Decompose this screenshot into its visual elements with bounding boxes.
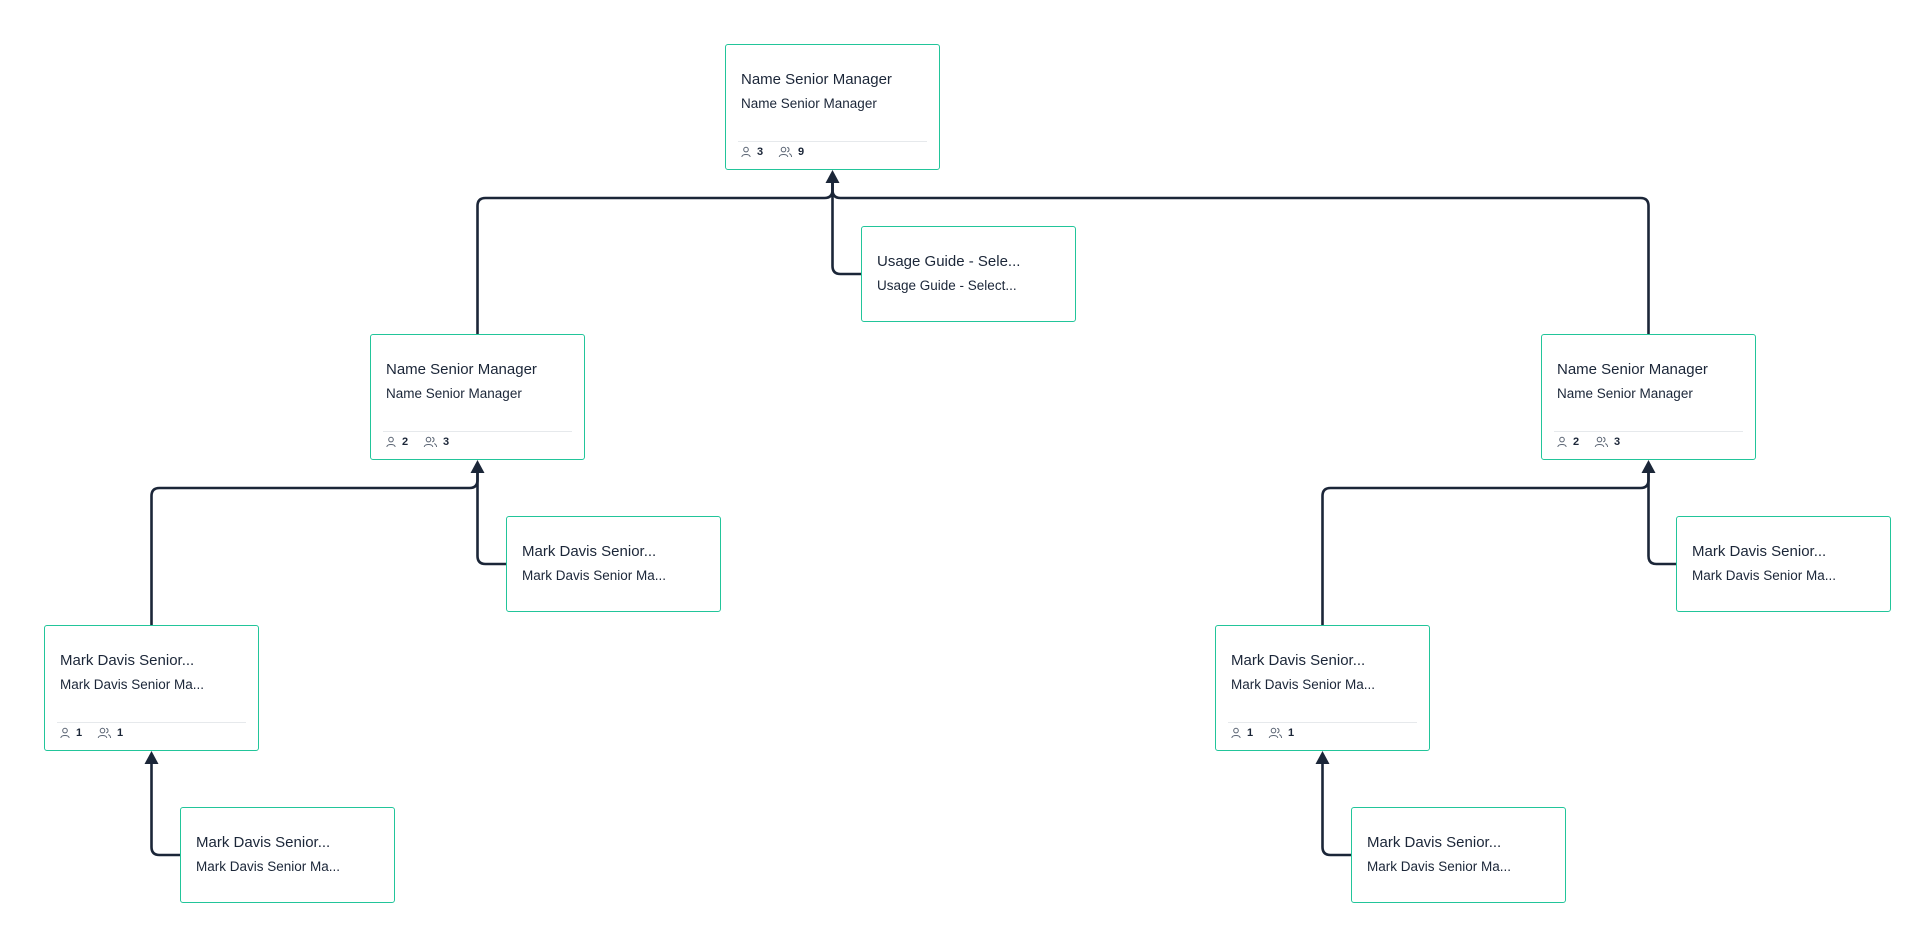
direct-reports-stat: 3 xyxy=(740,146,763,158)
total-reports-stat: 9 xyxy=(778,146,804,158)
connector-right-report-to-right-manager xyxy=(1321,470,1650,625)
total-reports-stat: 3 xyxy=(423,436,449,448)
direct-reports-stat: 1 xyxy=(59,727,82,739)
node-role: Mark Davis Senior Ma... xyxy=(1692,568,1837,583)
org-node-left-sub-assistant[interactable]: Mark Davis Senior... Mark Davis Senior M… xyxy=(180,807,395,903)
node-name: Mark Davis Senior... xyxy=(1367,834,1502,851)
connector-left-assistant-to-left-manager xyxy=(476,470,506,566)
node-name: Name Senior Manager xyxy=(1557,361,1708,378)
total-reports-count: 3 xyxy=(443,436,450,448)
person-icon xyxy=(1231,727,1241,739)
node-role: Name Senior Manager xyxy=(741,96,877,111)
people-icon xyxy=(1268,727,1283,739)
node-name: Mark Davis Senior... xyxy=(522,543,657,560)
node-role: Mark Davis Senior Ma... xyxy=(1231,677,1376,692)
connector-assistant-root-to-root xyxy=(831,180,861,276)
node-role: Mark Davis Senior Ma... xyxy=(60,677,205,692)
arrow-head-right-report xyxy=(1315,751,1330,764)
person-icon xyxy=(741,146,751,158)
direct-reports-count: 1 xyxy=(76,727,83,739)
org-node-right-manager[interactable]: Name Senior Manager Name Senior Manager … xyxy=(1541,334,1756,460)
total-reports-stat: 1 xyxy=(1268,727,1294,739)
direct-reports-count: 2 xyxy=(1573,436,1580,448)
org-node-left-assistant[interactable]: Mark Davis Senior... Mark Davis Senior M… xyxy=(506,516,721,612)
total-reports-count: 3 xyxy=(1614,436,1621,448)
people-icon xyxy=(1594,436,1609,448)
direct-reports-stat: 1 xyxy=(1230,727,1253,739)
direct-reports-count: 2 xyxy=(402,436,409,448)
node-role: Mark Davis Senior Ma... xyxy=(1367,859,1512,874)
org-node-right-sub-assistant[interactable]: Mark Davis Senior... Mark Davis Senior M… xyxy=(1351,807,1566,903)
direct-reports-stat: 2 xyxy=(385,436,408,448)
person-icon xyxy=(60,727,70,739)
org-node-left-report[interactable]: Mark Davis Senior... Mark Davis Senior M… xyxy=(44,625,259,751)
node-name: Mark Davis Senior... xyxy=(1692,543,1827,560)
node-stats: 1 1 xyxy=(1228,722,1417,749)
node-stats: 2 3 xyxy=(383,431,572,458)
person-icon xyxy=(386,436,396,448)
direct-reports-count: 1 xyxy=(1247,727,1254,739)
direct-reports-stat: 2 xyxy=(1556,436,1579,448)
connector-left-manager-to-root xyxy=(476,180,834,334)
org-node-left-manager[interactable]: Name Senior Manager Name Senior Manager … xyxy=(370,334,585,460)
connector-left-sub-assistant-to-left-report xyxy=(150,761,180,857)
node-stats: 3 9 xyxy=(738,141,927,168)
node-stats: 2 3 xyxy=(1554,431,1743,458)
arrow-head-root xyxy=(825,170,840,183)
connector-right-sub-assistant-to-right-report xyxy=(1321,761,1351,857)
node-name: Mark Davis Senior... xyxy=(60,652,195,669)
node-role: Usage Guide - Select... xyxy=(877,278,1017,293)
org-node-right-report[interactable]: Mark Davis Senior... Mark Davis Senior M… xyxy=(1215,625,1430,751)
node-role: Name Senior Manager xyxy=(386,386,522,401)
node-role: Mark Davis Senior Ma... xyxy=(196,859,341,874)
total-reports-count: 1 xyxy=(1288,727,1295,739)
people-icon xyxy=(778,146,793,158)
node-name: Usage Guide - Sele... xyxy=(877,253,1021,270)
connector-right-assistant-to-right-manager xyxy=(1647,470,1676,566)
arrow-head-left-report xyxy=(144,751,159,764)
people-icon xyxy=(423,436,438,448)
person-icon xyxy=(1557,436,1567,448)
connector-left-report-to-left-manager xyxy=(150,470,479,625)
org-node-root[interactable]: Name Senior Manager Name Senior Manager … xyxy=(725,44,940,170)
arrow-head-right-manager xyxy=(1641,460,1656,473)
node-name: Name Senior Manager xyxy=(741,71,892,88)
node-stats: 1 1 xyxy=(57,722,246,749)
total-reports-count: 1 xyxy=(117,727,124,739)
total-reports-stat: 3 xyxy=(1594,436,1620,448)
node-role: Name Senior Manager xyxy=(1557,386,1693,401)
node-role: Mark Davis Senior Ma... xyxy=(522,568,667,583)
node-name: Mark Davis Senior... xyxy=(1231,652,1366,669)
org-node-right-assistant[interactable]: Mark Davis Senior... Mark Davis Senior M… xyxy=(1676,516,1891,612)
arrow-head-left-manager xyxy=(470,460,485,473)
total-reports-stat: 1 xyxy=(97,727,123,739)
node-name: Mark Davis Senior... xyxy=(196,834,331,851)
org-node-assistant-root[interactable]: Usage Guide - Sele... Usage Guide - Sele… xyxy=(861,226,1076,322)
node-name: Name Senior Manager xyxy=(386,361,537,378)
people-icon xyxy=(97,727,112,739)
direct-reports-count: 3 xyxy=(757,146,764,158)
total-reports-count: 9 xyxy=(798,146,805,158)
